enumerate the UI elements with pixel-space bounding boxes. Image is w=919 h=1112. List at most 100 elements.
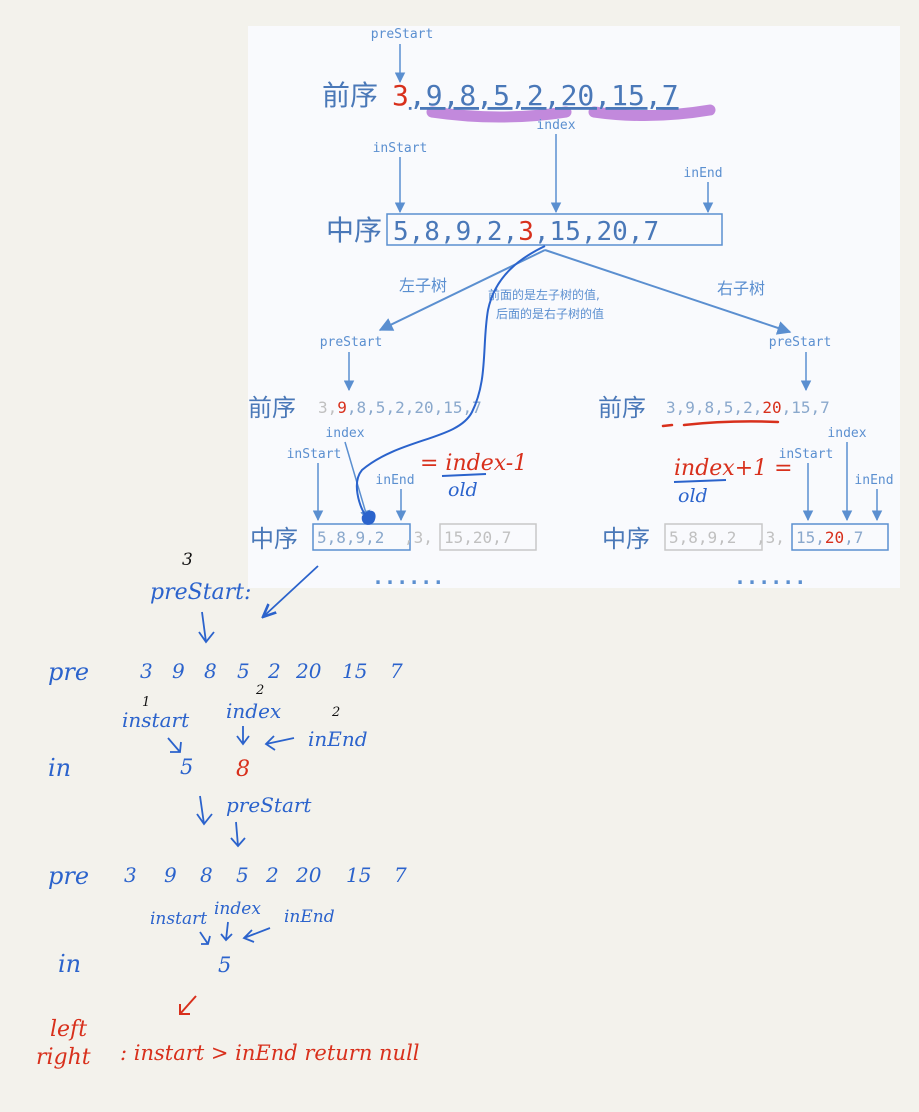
note-instart-arrow-2 [199,931,211,945]
right-pre-sequence: 3,9,8,5,2,20,15,7 [666,398,830,417]
left-subtree-highlight [426,106,572,123]
top-in-sequence: 5,8,9,2,3,15,20,7 [393,217,659,247]
left-subtree-label: 左子树 [399,276,447,295]
note-pre2-d3: 5 [236,863,249,887]
top-in-right: ,15,20,7 [534,217,659,247]
right-in-grey-box [664,523,763,551]
right-eq-text: index+1 = [674,456,793,481]
left-in-box [312,523,411,551]
note-index-arrow-2 [220,921,233,942]
left-inend-label: inEnd [375,473,414,488]
note-red-arrow [179,995,197,1015]
right-inend-label: inEnd [854,473,893,488]
note-pre2-d7: 7 [394,863,407,887]
note-num-2b: 2 [331,705,340,720]
note-pre1-d5: 20 [295,659,322,683]
note-inend-1: inEnd [308,727,368,751]
right-in-box-a: 15, [796,528,825,547]
top-pre-title: 前序 [322,79,378,112]
note-pre2-d0: 3 [124,863,137,887]
note-inend-2: inEnd [284,907,335,927]
right-in-box-c: ,7 [844,528,863,547]
note-pre2-label: pre [48,862,89,890]
left-index-label: index [325,426,364,441]
note-num-2a: 2 [255,683,264,698]
note-pre2-d5: 20 [295,863,322,887]
note-prestart-arrow-2 [230,821,246,848]
note-pre1-d7: 7 [390,659,403,683]
right-in-title: 中序 [602,525,650,553]
top-index-label: index [536,118,575,133]
note-prestart-1: preStart: [150,580,251,605]
note-pre1-label: pre [48,658,89,686]
right-old-text: old [678,485,708,507]
note-inend-arrow-2 [242,927,271,943]
hand-index-curve [355,245,546,521]
top-instart-label: inStart [373,141,428,156]
top-pre-sequence: 3,9,8,5,2,20,15,7 [392,79,679,112]
right-branch-arrow [544,249,792,335]
left-prestart-label: preStart [320,335,383,350]
note-index-1: index [226,699,281,723]
note-right-word: right [36,1045,91,1070]
left-in-title: 中序 [250,525,298,553]
left-in-grey-box [439,523,537,551]
hand-index-dot [361,510,376,525]
right-pre-underline-root [661,423,674,428]
note-down-arrow-1 [198,611,215,644]
top-inend-label: inEnd [683,166,722,181]
right-pre-underline-left [682,420,780,427]
right-in-grey-text: 5,8,9,2 [669,528,736,547]
left-pre-c: ,8,5,2,20,15,7 [347,398,482,417]
top-in-box [386,213,723,246]
note-pre1-d3: 5 [237,659,250,683]
right-pre-a: 3,9,8,5,2, [666,398,762,417]
right-subtree-highlight [588,104,716,122]
note-in1-a: 5 [180,755,193,779]
note-pre1-digits: 3 9 8 5 2 20 15 7 [140,659,403,683]
left-pre-b: 9 [337,398,347,417]
left-instart-label: inStart [287,447,342,462]
note-instart-arrow-1 [167,737,182,753]
note-pre1-d2: 8 [204,659,217,683]
note-pre1-d1: 9 [172,659,185,683]
note-num-3: 3 [182,550,193,570]
note-index-arrow-1 [236,726,250,746]
right-subtree-label: 右子树 [717,279,765,298]
note-inend-arrow-1 [264,735,295,751]
note-pointer-arrow [264,565,319,616]
left-in-mid: ,3, [404,528,433,547]
note-in2-a: 5 [218,953,231,977]
left-fraction-bar [441,473,487,477]
left-pre-title: 前序 [248,394,296,422]
note-condition: : instart > inEnd return null [120,1041,420,1065]
top-in-title: 中序 [326,214,382,247]
top-pre-root: 3 [392,79,409,112]
note-instart-2: instart [150,909,207,929]
branch-note-line1: 前面的是左子树的值, [488,287,600,302]
note-left-word: left [50,1017,87,1042]
right-in-box-b: 20 [825,528,844,547]
top-in-root: 3 [518,217,534,247]
right-fraction-bar [673,479,727,483]
note-pre2-d1: 9 [164,863,177,887]
note-pre2-d2: 8 [200,863,213,887]
branch-note-line2: 后面的是右子树的值 [496,306,604,321]
note-pre1-d0: 3 [140,659,153,683]
right-ellipsis: ...... [734,565,806,589]
top-pre-rest: ,9,8,5,2,20,15,7 [409,79,679,112]
note-pre1-d6: 15 [342,659,367,683]
note-pre2-d4: 2 [265,863,279,887]
top-prestart-label: preStart [371,27,434,42]
right-in-mid: ,3, [756,528,785,547]
note-num-1: 1 [142,695,150,710]
left-pre-sequence: 3,9,8,5,2,20,15,7 [318,398,482,417]
note-prestart-2: preStart [226,793,312,817]
right-prestart-label: preStart [769,335,832,350]
right-in-box [791,523,889,551]
note-pre2-d6: 15 [346,863,371,887]
note-pre1-d4: 2 [267,659,281,683]
left-old-text: old [448,479,478,501]
right-in-box-text: 15,20,7 [796,528,863,547]
